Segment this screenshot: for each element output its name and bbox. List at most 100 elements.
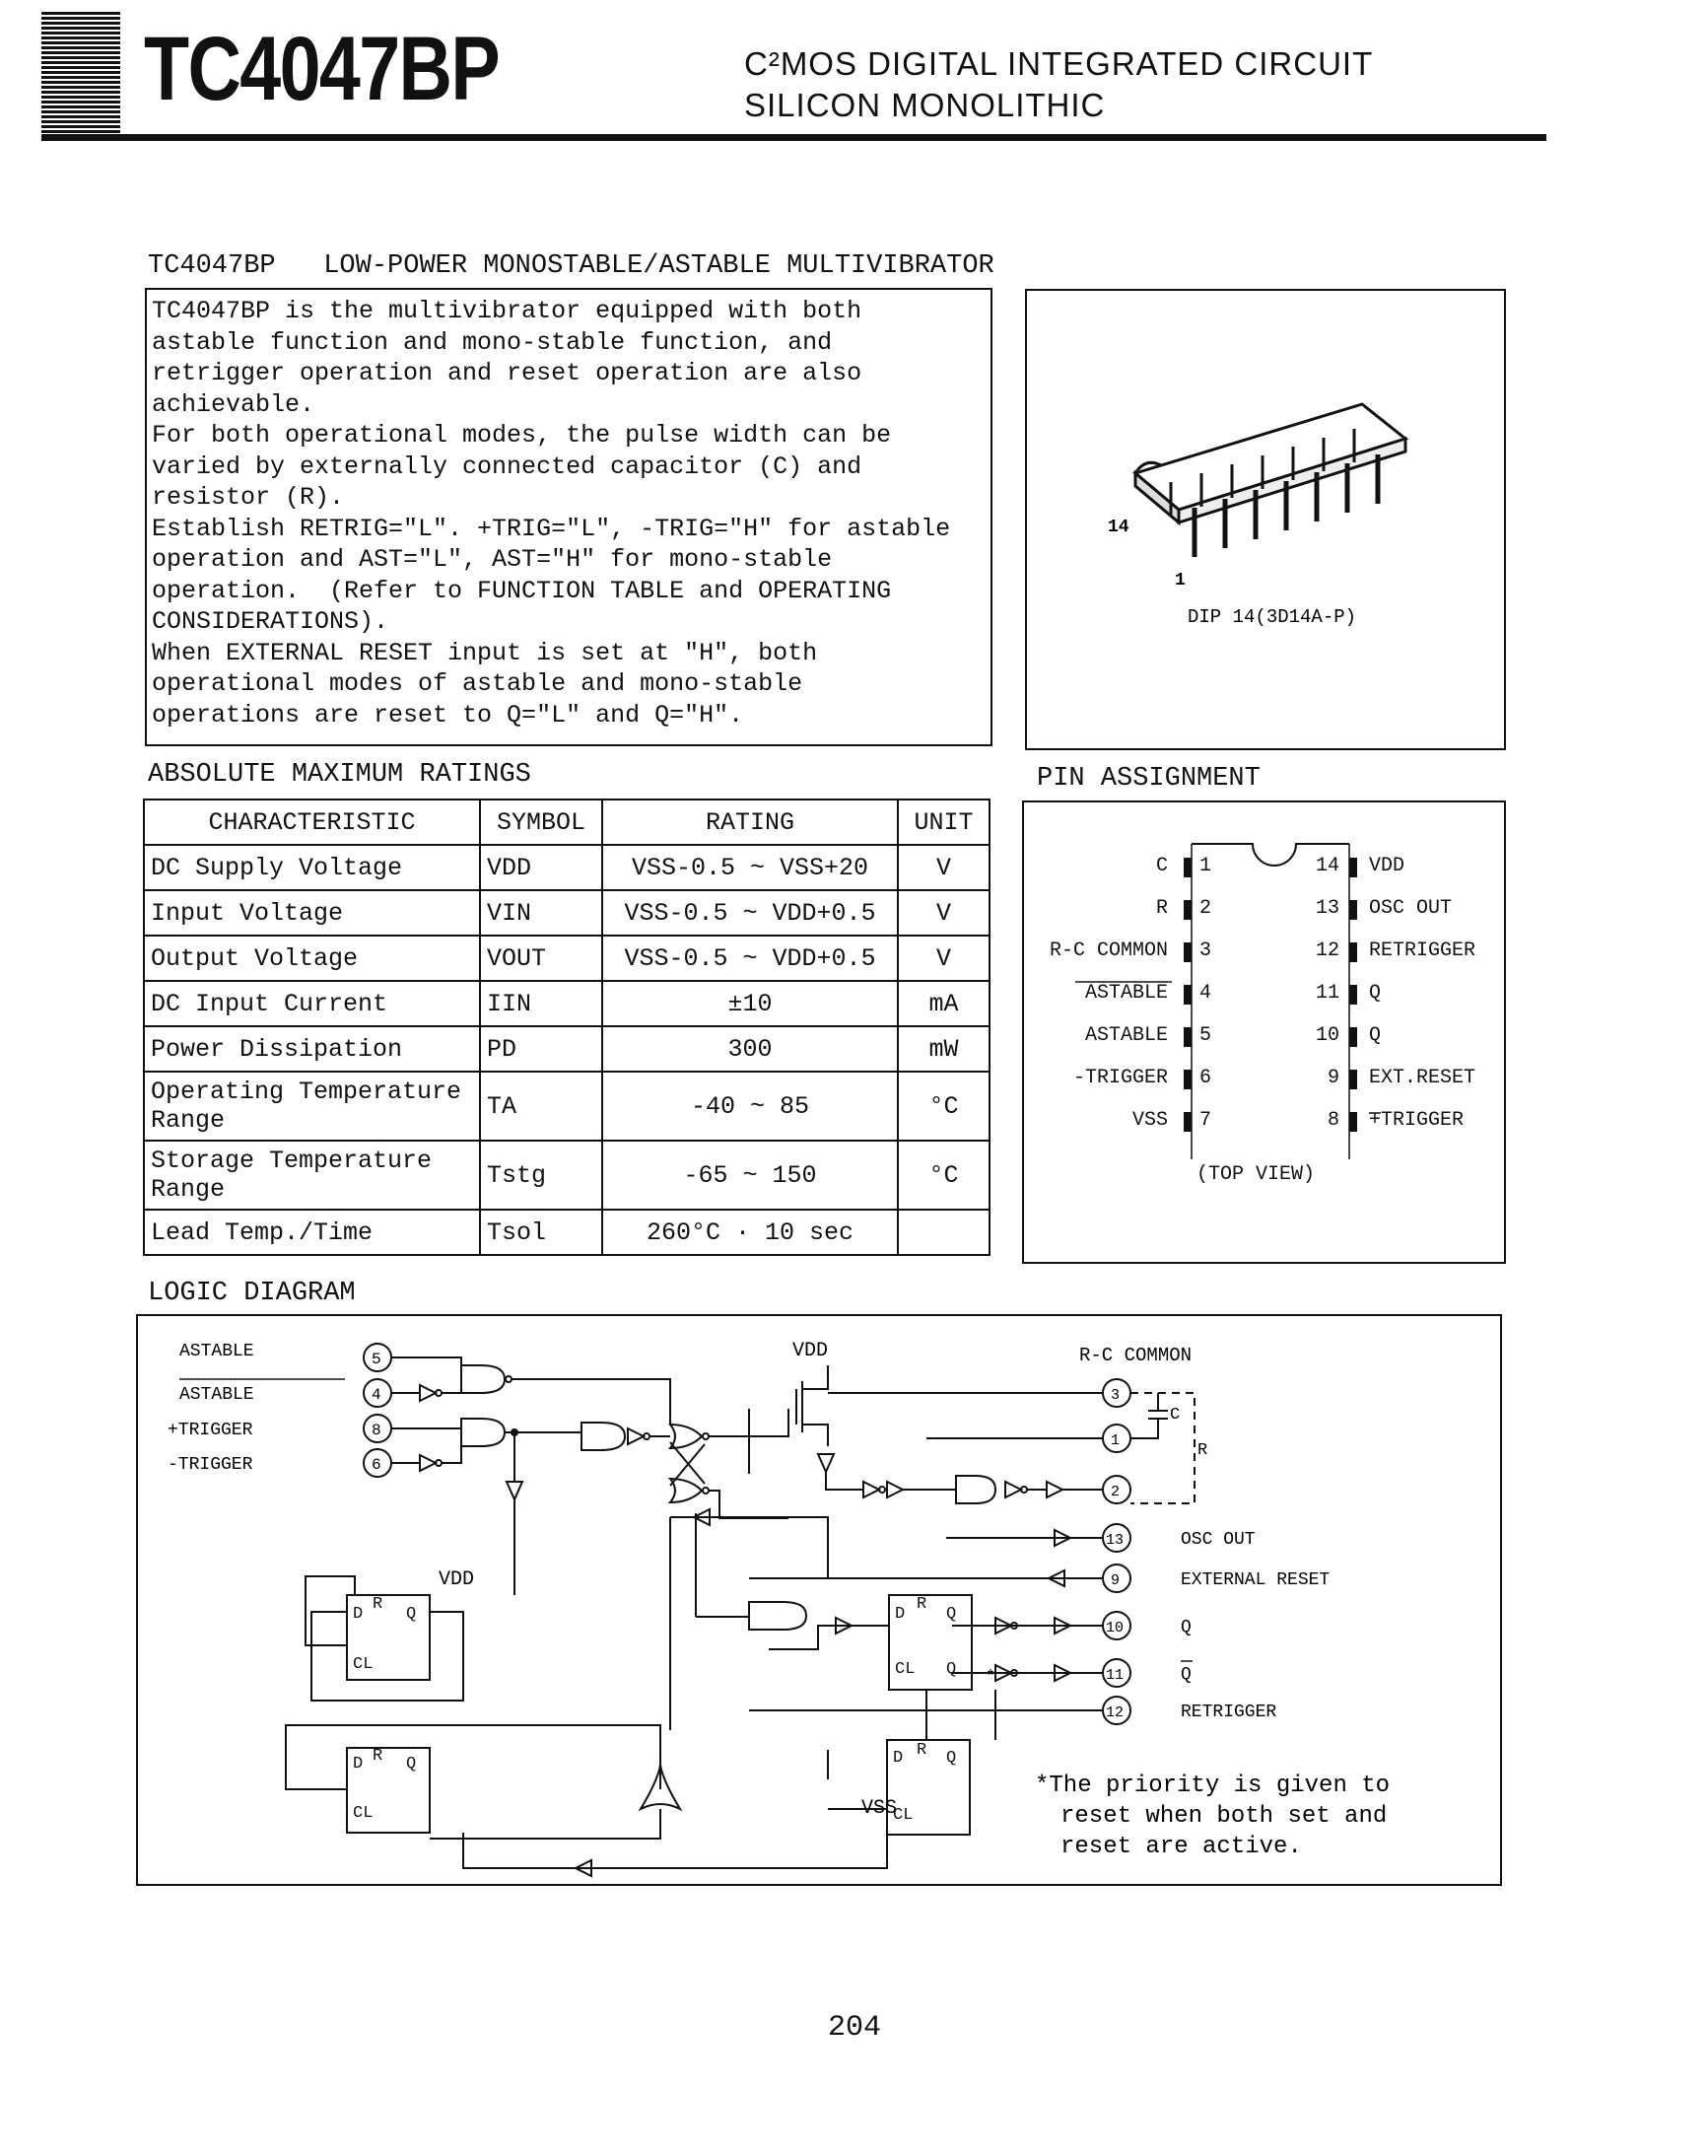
logic-pin-12: 12 bbox=[1106, 1704, 1124, 1721]
ratings-cell-unit: °C bbox=[897, 1140, 991, 1211]
pin-lead-mark bbox=[1349, 1070, 1357, 1089]
logic-r-label: R bbox=[1197, 1441, 1207, 1460]
svg-text:*: * bbox=[986, 1668, 995, 1687]
product-title: TC4047BP LOW-POWER MONOSTABLE/ASTABLE MU… bbox=[148, 251, 994, 281]
ratings-cell-symbol: Tstg bbox=[479, 1140, 603, 1211]
ratings-cell-characteristic: Output Voltage bbox=[143, 935, 481, 982]
pin-lead-mark bbox=[1184, 1070, 1192, 1089]
ratings-cell-symbol: IIN bbox=[479, 980, 603, 1027]
pin-left-name: -TRIGGER bbox=[1072, 1067, 1168, 1089]
svg-text:D: D bbox=[893, 1749, 903, 1768]
pin-assignment-drawing bbox=[1075, 843, 1381, 1159]
pin-lead-mark bbox=[1184, 900, 1192, 920]
pin-right-name: RETRIGGER bbox=[1369, 939, 1476, 962]
logic-input-label-plus-trigger: +TRIGGER bbox=[168, 1421, 253, 1440]
description-line: operation and AST="L", AST="H" for mono-… bbox=[152, 545, 833, 574]
ratings-cell-characteristic: DC Supply Voltage bbox=[143, 844, 481, 891]
description-line: retrigger operation and reset operation … bbox=[152, 359, 862, 387]
description-line: TC4047BP is the multivibrator equipped w… bbox=[152, 297, 862, 325]
pin-left-name: R bbox=[1155, 897, 1168, 920]
ratings-cell-characteristic: Operating Temperature Range bbox=[143, 1071, 481, 1142]
ratings-cell-unit: V bbox=[897, 889, 991, 937]
logic-input-pin-6: 6 bbox=[372, 1456, 381, 1474]
description-line: varied by externally connected capacitor… bbox=[152, 452, 862, 481]
ratings-cell-symbol: Tsol bbox=[479, 1209, 603, 1256]
logic-input-label-astable: ASTABLE bbox=[179, 1342, 254, 1361]
logic-note-line3: reset are active. bbox=[1060, 1834, 1302, 1860]
description-line: operations are reset to Q="L" and Q="H". bbox=[152, 700, 744, 730]
pin-right-number: 13 bbox=[1315, 897, 1339, 920]
pin-left-number: 5 bbox=[1199, 1024, 1212, 1047]
ratings-cell-rating: 300 bbox=[601, 1025, 899, 1073]
description-line: achievable. bbox=[152, 389, 315, 419]
pin-right-name: EXT.RESET bbox=[1369, 1067, 1476, 1089]
description-line: Establish RETRIG="L". +TRIG="L", -TRIG="… bbox=[152, 514, 951, 543]
header-rule bbox=[41, 134, 1546, 141]
svg-text:R: R bbox=[917, 1741, 926, 1760]
header-subtitle-line1: C²MOS DIGITAL INTEGRATED CIRCUIT bbox=[744, 45, 1374, 82]
logic-note-line1: *The priority is given to bbox=[1035, 1773, 1390, 1799]
pin-lead-mark bbox=[1184, 858, 1192, 877]
svg-text:D: D bbox=[353, 1605, 363, 1624]
ratings-cell-unit: °C bbox=[897, 1071, 991, 1142]
ratings-cell-characteristic: Storage Temperature Range bbox=[143, 1140, 481, 1211]
pin-right-name: VDD bbox=[1369, 855, 1405, 877]
ratings-cell-unit: V bbox=[897, 844, 991, 891]
pin-right-name: +TRIGGER bbox=[1369, 1109, 1465, 1132]
pin-right-name: OSC OUT bbox=[1369, 897, 1453, 920]
pin-left-number: 2 bbox=[1199, 897, 1212, 920]
ratings-cell-unit: V bbox=[897, 935, 991, 982]
description-line: For both operational modes, the pulse wi… bbox=[152, 421, 892, 450]
ratings-cell-unit: mA bbox=[897, 980, 991, 1027]
top-view-label: (TOP VIEW) bbox=[1196, 1163, 1316, 1186]
pin-assignment-title: PIN ASSIGNMENT bbox=[1037, 764, 1261, 794]
logic-pin-9: 9 bbox=[1111, 1572, 1120, 1589]
ratings-cell-rating: VSS-0.5 ~ VSS+20 bbox=[601, 844, 899, 891]
logic-label-retrigger: RETRIGGER bbox=[1181, 1703, 1276, 1722]
logic-label-osc-out: OSC OUT bbox=[1181, 1530, 1256, 1550]
svg-text:CL: CL bbox=[353, 1655, 373, 1674]
description-line: CONSIDERATIONS). bbox=[152, 607, 389, 636]
logic-pin-2: 2 bbox=[1111, 1484, 1120, 1500]
svg-text:D: D bbox=[895, 1605, 905, 1624]
logic-input-pin-5: 5 bbox=[372, 1351, 381, 1368]
ratings-cell-unit bbox=[897, 1209, 991, 1256]
pin-left-name: R-C COMMON bbox=[1049, 939, 1168, 962]
package-label: DIP 14(3D14A-P) bbox=[1188, 606, 1356, 628]
logic-diagram-title: LOGIC DIAGRAM bbox=[148, 1279, 356, 1308]
description-line: astable function and mono-stable functio… bbox=[152, 327, 833, 357]
description-box: TC4047BP is the multivibrator equipped w… bbox=[145, 288, 992, 746]
pin-lead-mark bbox=[1349, 1027, 1357, 1047]
svg-text:Q: Q bbox=[946, 1605, 956, 1624]
pin-lead-mark bbox=[1349, 1112, 1357, 1132]
logic-label-q-bar: Q bbox=[1181, 1665, 1192, 1685]
ratings-cell-characteristic: Lead Temp./Time bbox=[143, 1209, 481, 1256]
ratings-header-cell: SYMBOL bbox=[479, 799, 603, 846]
logic-input-pin-4: 4 bbox=[372, 1386, 381, 1404]
logic-input-label-astable-bar: ASTABLE bbox=[179, 1385, 254, 1405]
pin-left-number: 3 bbox=[1199, 939, 1212, 962]
svg-text:R: R bbox=[917, 1595, 926, 1614]
pin-left-number: 1 bbox=[1199, 855, 1212, 877]
description-line: operation. (Refer to FUNCTION TABLE and … bbox=[152, 576, 892, 605]
pin-left-name: ASTABLE bbox=[1084, 982, 1168, 1005]
logic-vdd-label: VDD bbox=[792, 1340, 828, 1362]
logic-vss-label: VSS bbox=[861, 1797, 897, 1820]
dip14-package-drawing: 14 1 DIP 14(3D14A-P) bbox=[1108, 402, 1409, 628]
logic-ff-vdd-label: VDD bbox=[439, 1568, 474, 1591]
ratings-cell-unit: mW bbox=[897, 1025, 991, 1073]
svg-text:Q: Q bbox=[946, 1749, 956, 1768]
description-line: When EXTERNAL RESET input is set at "H",… bbox=[152, 638, 818, 667]
pin-left-name: C bbox=[1155, 855, 1168, 877]
ratings-cell-rating: VSS-0.5 ~ VDD+0.5 bbox=[601, 935, 899, 982]
pin-left-name: VSS bbox=[1131, 1109, 1168, 1132]
ratings-cell-symbol: VDD bbox=[479, 844, 603, 891]
ratings-header-cell: RATING bbox=[601, 799, 899, 846]
logic-c-label: C bbox=[1170, 1406, 1180, 1425]
